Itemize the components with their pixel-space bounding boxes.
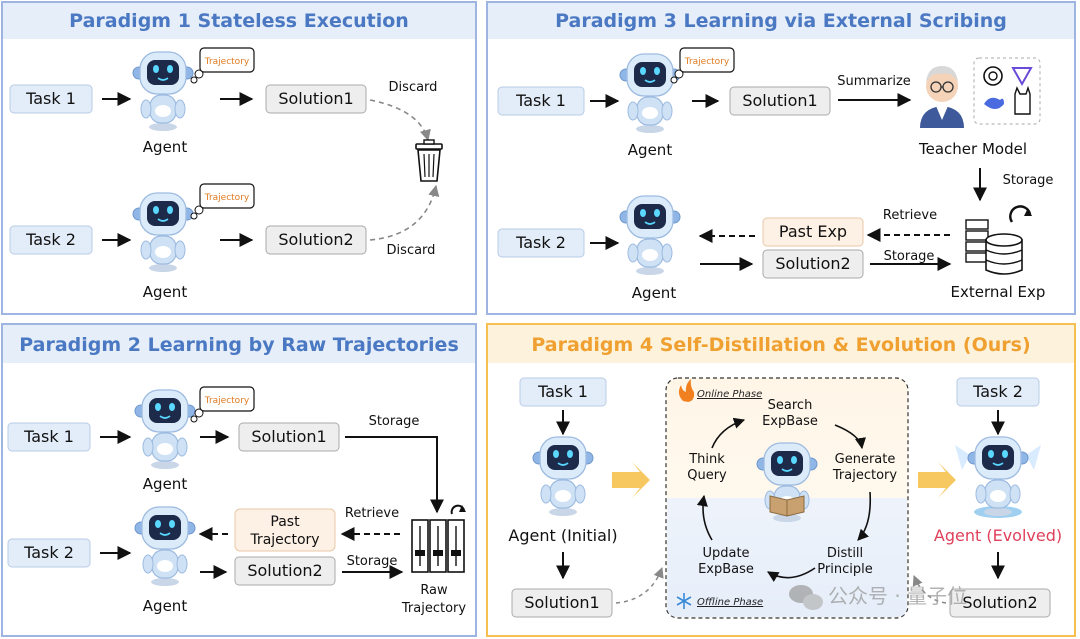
task2-box <box>9 225 93 255</box>
task1-label: Task 1 <box>537 382 588 401</box>
solution1-box <box>729 86 831 116</box>
solution1-box <box>265 84 367 114</box>
think-query-label-line1: Think <box>688 452 725 467</box>
solution2-box <box>949 588 1051 618</box>
agent-label: Agent <box>143 283 188 301</box>
file-cabinet-icon <box>411 519 465 573</box>
solution2-label: Solution2 <box>962 593 1037 612</box>
storage-label-top: Storage <box>1003 173 1054 188</box>
solution1-label: Solution1 <box>278 89 353 108</box>
database-server-icon <box>965 219 1023 275</box>
task2-box <box>7 538 91 568</box>
online-phase-label: Online Phase <box>697 389 762 400</box>
past-trajectory-label-line1: Past <box>270 514 300 530</box>
trajectory-bubble-text: Trajectory <box>204 193 250 203</box>
task2-label: Task 2 <box>23 543 74 562</box>
refresh-icon <box>1009 205 1032 223</box>
solution1-box <box>238 422 340 452</box>
robot-agent-evolved-icon <box>955 436 1041 518</box>
discard-label-bottom: Discard <box>387 243 436 258</box>
distill-principle-label-line1: Distill <box>827 546 863 561</box>
task2-label: Task 2 <box>25 230 76 249</box>
storage-label-bottom: Storage <box>884 249 935 264</box>
arrow-chevron-icon <box>918 462 956 498</box>
task1-label: Task 1 <box>25 89 76 108</box>
panel-paradigm-3: Paradigm 3 Learning via External Scribin… <box>486 1 1076 315</box>
solution2-box <box>265 225 367 255</box>
raw-trajectory-label-line2: Trajectory <box>401 601 466 616</box>
think-query-label-line2: Query <box>687 468 727 483</box>
llm-logos-icon <box>973 57 1041 125</box>
teacher-avatar-icon <box>920 66 964 128</box>
solution2-label: Solution2 <box>247 561 322 580</box>
solution1-label: Solution1 <box>251 427 326 446</box>
solution1-label: Solution1 <box>524 593 599 612</box>
generate-trajectory-label-line2: Trajectory <box>832 468 897 483</box>
solution2-box <box>234 556 336 586</box>
past-exp-label: Past Exp <box>779 222 847 241</box>
solution2-box <box>762 249 864 279</box>
task1-box <box>497 86 585 116</box>
task2-label: Task 2 <box>972 382 1023 401</box>
summarize-label: Summarize <box>837 74 911 89</box>
agent-label: Agent <box>632 284 677 302</box>
solution1-box <box>511 588 613 618</box>
panel-2-title: Paradigm 2 Learning by Raw Trajectories <box>19 334 459 356</box>
agent-initial-label: Agent (Initial) <box>508 526 617 545</box>
solution2-label: Solution2 <box>278 230 353 249</box>
offline-phase-label: Offline Phase <box>697 597 763 608</box>
generate-trajectory-label-line1: Generate <box>835 452 896 467</box>
storage-label-bottom: Storage <box>347 554 398 569</box>
distill-principle-label-line2: Principle <box>817 562 872 577</box>
raw-trajectory-label-line1: Raw <box>420 583 448 598</box>
book-icon <box>769 495 805 517</box>
search-expbase-label-line2: ExpBase <box>762 414 818 429</box>
trajectory-bubble-text: Trajectory <box>684 57 730 67</box>
panel-paradigm-4: Paradigm 4 Self-Distillation & Evolution… <box>486 323 1076 637</box>
agent-label: Agent <box>143 138 188 156</box>
task2-box <box>956 377 1040 407</box>
past-trajectory-label-line2: Trajectory <box>249 532 319 548</box>
external-exp-label: External Exp <box>951 283 1046 301</box>
agent-label: Agent <box>143 597 188 615</box>
refresh-icon <box>450 504 466 515</box>
watermark-text: 公众号 · 量子位 <box>828 584 967 608</box>
task1-label: Task 1 <box>23 427 74 446</box>
task1-box <box>7 422 91 452</box>
update-expbase-label-line2: ExpBase <box>698 562 754 577</box>
agent-evolved-label: Agent (Evolved) <box>934 526 1062 545</box>
trash-bin-icon <box>415 139 443 182</box>
task1-label: Task 1 <box>515 91 566 110</box>
arrow-chevron-icon <box>612 462 650 498</box>
agent-label: Agent <box>628 141 673 159</box>
panel-1-title: Paradigm 1 Stateless Execution <box>69 10 409 32</box>
task1-box <box>519 377 607 407</box>
panel-3-title: Paradigm 3 Learning via External Scribin… <box>555 10 1007 32</box>
panel-paradigm-1: Paradigm 1 Stateless Execution Task 1 Tr… <box>1 1 477 315</box>
solution2-label: Solution2 <box>775 254 850 273</box>
past-trajectory-box <box>234 508 336 552</box>
retrieve-label: Retrieve <box>883 208 937 223</box>
panel-paradigm-2: Paradigm 2 Learning by Raw Trajectories … <box>1 323 477 637</box>
past-exp-box <box>762 217 864 247</box>
task2-box <box>497 228 585 258</box>
storage-label-top: Storage <box>369 414 420 429</box>
teacher-model-label: Teacher Model <box>918 140 1027 158</box>
fire-icon <box>678 379 695 402</box>
trajectory-bubble-text: Trajectory <box>204 57 250 67</box>
task1-box <box>9 84 93 114</box>
wechat-icon <box>789 585 823 610</box>
panel-4-title: Paradigm 4 Self-Distillation & Evolution… <box>531 334 1030 356</box>
search-expbase-label-line1: Search <box>768 398 813 413</box>
agent-label: Agent <box>143 475 188 493</box>
task2-label: Task 2 <box>515 233 566 252</box>
retrieve-label: Retrieve <box>345 506 399 521</box>
watermark: 公众号 · 量子位 <box>789 584 967 610</box>
update-expbase-label-line1: Update <box>702 546 749 561</box>
solution1-label: Solution1 <box>742 91 817 110</box>
trajectory-bubble-text: Trajectory <box>204 396 250 406</box>
discard-label-top: Discard <box>389 80 438 95</box>
snowflake-icon <box>676 593 692 609</box>
